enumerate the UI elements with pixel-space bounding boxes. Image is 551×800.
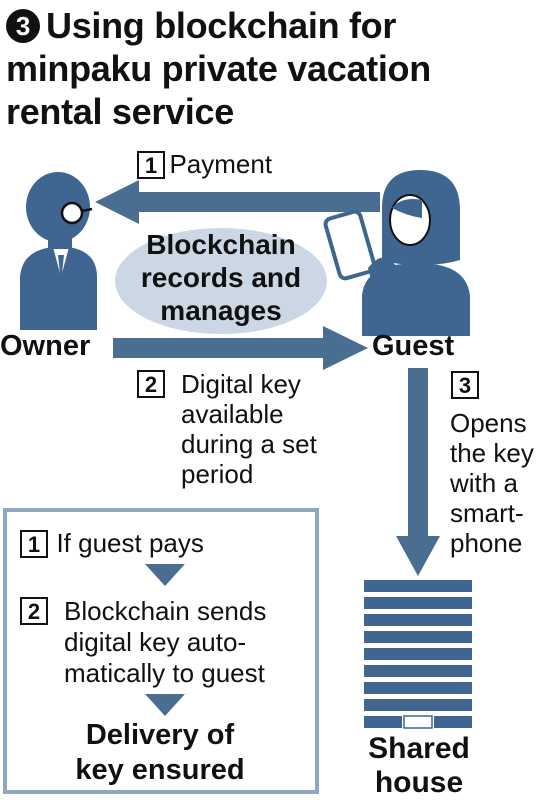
opens-key-line-2: the key: [450, 438, 534, 468]
process-step-2-text: Blockchain sends digital key auto- matic…: [64, 596, 266, 689]
digital-key-arrow: [113, 326, 368, 370]
process-step-1-text: If guest pays: [56, 528, 204, 558]
digital-key-step-text: Digital key available during a set perio…: [181, 369, 317, 489]
process-arrow-1: [145, 564, 185, 586]
blockchain-label: Blockchain records and manages: [110, 228, 332, 327]
blockchain-label-line-2: records and: [140, 262, 302, 293]
title-line-3: rental service: [6, 91, 234, 132]
title-line-2: minpaku private vacation: [6, 48, 431, 89]
digital-key-step-number: 2: [137, 370, 165, 398]
shared-house-label-line-1: Shared: [368, 732, 470, 765]
blockchain-ellipse: [115, 228, 327, 334]
opens-key-step: 3: [451, 371, 479, 399]
process-step-2-number: 2: [20, 597, 48, 625]
guest-label: Guest: [372, 330, 455, 362]
process-box: [3, 508, 319, 794]
process-step-1: 1 If guest pays: [20, 528, 204, 558]
process-result: Delivery of key ensured: [30, 718, 290, 788]
blockchain-label-line-3: manages: [160, 295, 282, 326]
process-step-1-number: 1: [20, 530, 48, 558]
guest-figure-icon: [323, 170, 470, 336]
opens-key-arrow: [396, 368, 440, 576]
process-step-2-number-wrap: 2: [20, 597, 48, 625]
opens-key-step-number: 3: [451, 371, 479, 399]
title-line-1: Using blockchain for: [46, 5, 397, 46]
opens-key-line-4: smart-: [450, 498, 524, 528]
shared-house-label-line-2: house: [374, 766, 464, 799]
opens-key-line-5: phone: [450, 528, 523, 558]
opens-key-step-text: Opens the key with a smart- phone: [450, 408, 534, 558]
owner-label: Owner: [0, 330, 91, 362]
digital-key-line-1: Digital key: [181, 369, 301, 399]
payment-step-number: 1: [137, 151, 165, 179]
opens-key-line-3: with a: [450, 468, 518, 498]
owner-figure-icon: [20, 172, 97, 330]
digital-key-line-3: during a set: [181, 429, 317, 459]
process-step-2-line-3: matically to guest: [64, 658, 265, 688]
shared-house-label: Shared house: [345, 732, 493, 800]
digital-key-step: 2: [137, 370, 165, 398]
payment-step: 1 Payment: [137, 149, 272, 179]
process-step-2-line-2: digital key auto-: [64, 627, 247, 657]
opens-key-line-1: Opens: [450, 408, 527, 438]
title-number-badge: 3: [6, 9, 40, 43]
blockchain-label-line-1: Blockchain: [146, 229, 296, 260]
digital-key-line-2: available: [181, 399, 284, 429]
process-result-line-2: key ensured: [75, 754, 245, 786]
payment-arrow: [95, 180, 380, 224]
process-step-2-line-1: Blockchain sends: [64, 596, 267, 626]
process-result-line-1: Delivery of: [85, 719, 235, 751]
digital-key-line-4: period: [181, 459, 254, 489]
process-arrow-2: [145, 694, 185, 716]
payment-step-label: Payment: [169, 149, 273, 179]
shared-house-icon: [364, 580, 472, 729]
